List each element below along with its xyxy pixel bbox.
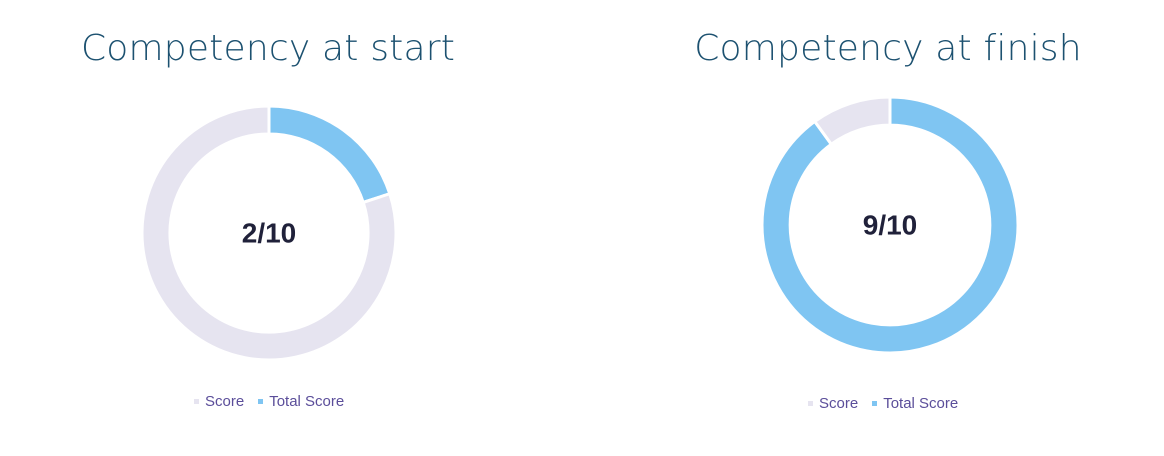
donut-slice-total-score[interactable] <box>760 95 1020 355</box>
legend-swatch-total-score <box>872 401 878 406</box>
chart-title: Competency at finish <box>694 28 1082 69</box>
donut-slice-total-score[interactable] <box>267 104 392 205</box>
legend-label: Score <box>205 393 245 410</box>
chart-title: Competency at start <box>80 28 456 69</box>
legend-item-total-score[interactable]: Total Score <box>872 395 958 412</box>
legend-item-score[interactable]: Score <box>194 393 244 410</box>
chart-legend: Score Total Score <box>194 393 344 410</box>
legend-item-total-score[interactable]: Total Score <box>258 393 344 410</box>
chart-legend: Score Total Score <box>808 395 958 412</box>
donut-center-label: 2/10 <box>242 218 297 249</box>
chart-panel-start: Competency at start 2/10 Score Total Sco… <box>80 28 456 410</box>
legend-label: Total Score <box>883 395 959 412</box>
legend-label: Score <box>819 395 859 412</box>
donut-slice-score[interactable] <box>812 95 892 147</box>
legend-item-score[interactable]: Score <box>808 395 858 412</box>
legend-swatch-score <box>808 401 813 406</box>
chart-panel-finish: Competency at finish 9/10 Score Total Sc… <box>582 0 1164 456</box>
legend-swatch-total-score <box>258 399 264 404</box>
donut-chart-finish: 9/10 <box>760 95 1020 355</box>
legend-label: Total Score <box>269 393 345 410</box>
legend-swatch-score <box>194 399 199 404</box>
donut-slice-score[interactable] <box>140 104 398 362</box>
donut-center-label: 9/10 <box>863 210 918 241</box>
donut-chart-start: 2/10 <box>140 104 398 362</box>
